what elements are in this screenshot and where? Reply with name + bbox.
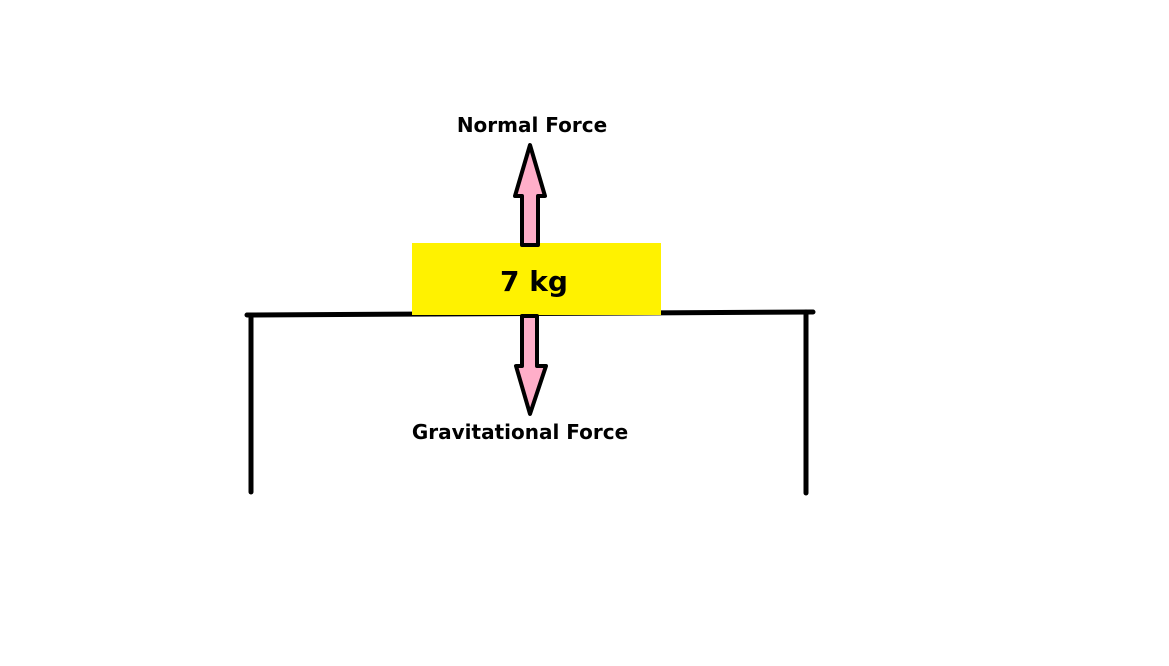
gravitational-force-arrow [514, 314, 548, 416]
mass-label: 7 kg [500, 265, 568, 298]
gravitational-force-label: Gravitational Force [411, 420, 629, 444]
normal-force-label: Normal Force [456, 113, 608, 137]
mass-block [412, 243, 661, 315]
normal-force-arrow [513, 143, 547, 247]
